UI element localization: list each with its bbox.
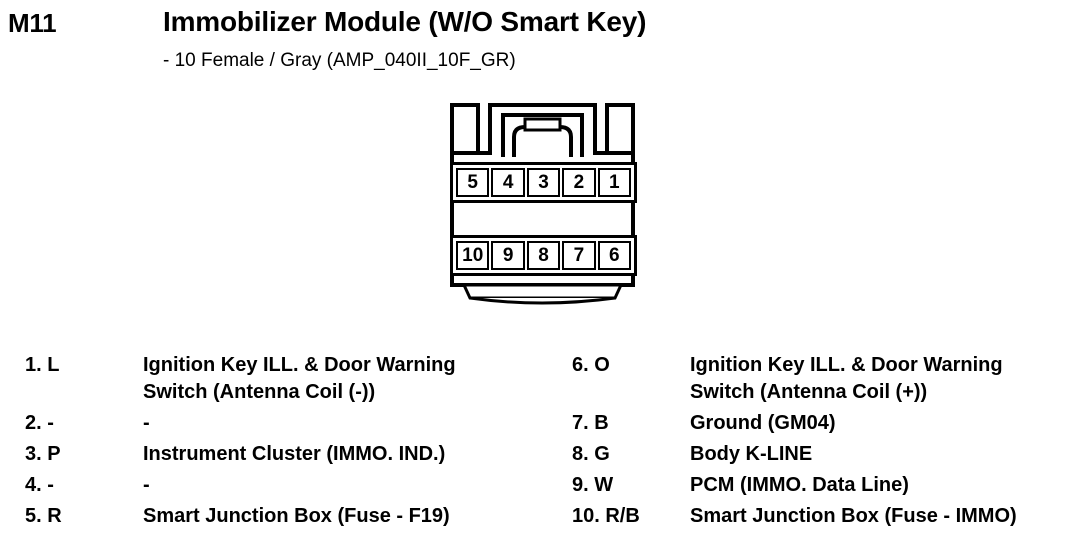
connector-skirt [461, 283, 624, 300]
legend-row: 9. W PCM (IMMO. Data Line) [572, 472, 1084, 499]
legend-pin-description: - [143, 412, 150, 434]
connector-bottom-lip [469, 296, 616, 305]
pin-cell[interactable]: 6 [597, 241, 632, 270]
legend-desc-line1: Ignition Key ILL. & Door Warning [143, 354, 456, 376]
legend-pin-description: PCM (IMMO. Data Line) [690, 474, 909, 496]
latch-outer-bracket [501, 113, 584, 157]
legend-desc-line2: Switch (Antenna Coil (+)) [690, 381, 928, 403]
legend-pin-label: 9. W [572, 474, 614, 496]
legend-pin-label: 3. P [25, 443, 61, 465]
legend-pin-description: Smart Junction Box (Fuse - F19) [143, 505, 450, 527]
legend-desc-line2: Switch (Antenna Coil (-)) [143, 381, 376, 403]
legend-pin-label: 2. - [25, 412, 54, 434]
legend-row: 3. P Instrument Cluster (IMMO. IND.) [25, 441, 555, 468]
legend-row: 7. B Ground (GM04) [572, 410, 1084, 437]
legend-row: 5. R Smart Junction Box (Fuse - F19) [25, 503, 555, 530]
legend-pin-description: Ignition Key ILL. & Door Warning Switch … [143, 352, 555, 406]
legend-pin-description: Ground (GM04) [690, 412, 836, 434]
legend-row: 6. O Ignition Key ILL. & Door Warning Sw… [572, 352, 1084, 406]
legend-column-left: 1. L Ignition Key ILL. & Door Warning Sw… [25, 352, 555, 534]
legend-row: 10. R/B Smart Junction Box (Fuse - IMMO) [572, 503, 1084, 530]
legend-pin-description: Instrument Cluster (IMMO. IND.) [143, 443, 446, 465]
connector-code: M11 [8, 8, 57, 38]
pin-cell[interactable]: 7 [562, 241, 596, 270]
pin-cell[interactable]: 9 [491, 241, 525, 270]
latch-inner-tab [523, 117, 562, 132]
pin-cell[interactable]: 2 [562, 168, 596, 197]
pin-cell[interactable]: 4 [491, 168, 525, 197]
legend-row: 4. - - [25, 472, 555, 499]
legend-pin-label: 1. L [25, 354, 60, 376]
pin-row-bottom: 10 9 8 7 6 [450, 235, 637, 276]
legend-pin-description: - [143, 474, 150, 496]
legend-column-right: 6. O Ignition Key ILL. & Door Warning Sw… [572, 352, 1084, 534]
legend-pin-description: Smart Junction Box (Fuse - IMMO) [690, 505, 1017, 527]
legend-pin-label: 4. - [25, 474, 54, 496]
pin-cell[interactable]: 10 [456, 241, 490, 270]
legend-row: 2. - - [25, 410, 555, 437]
pin-cell[interactable]: 5 [456, 168, 490, 197]
pin-cell[interactable]: 8 [526, 241, 561, 270]
pin-legend: 1. L Ignition Key ILL. & Door Warning Sw… [0, 352, 1084, 548]
legend-pin-label: 10. R/B [572, 505, 640, 527]
connector-subtitle: - 10 Female / Gray (AMP_040II_10F_GR) [163, 50, 516, 71]
legend-row: 8. G Body K-LINE [572, 441, 1084, 468]
legend-pin-label: 8. G [572, 443, 610, 465]
connector-diagram: 5 4 3 2 1 10 9 8 7 6 [430, 95, 655, 310]
pin-cell[interactable]: 3 [526, 168, 561, 197]
pin-cell[interactable]: 1 [597, 168, 632, 197]
pin-row-top: 5 4 3 2 1 [450, 162, 637, 203]
legend-pin-label: 6. O [572, 354, 610, 376]
legend-pin-label: 7. B [572, 412, 609, 434]
legend-pin-description: Ignition Key ILL. & Door Warning Switch … [690, 352, 1084, 406]
legend-row: 1. L Ignition Key ILL. & Door Warning Sw… [25, 352, 555, 406]
legend-pin-label: 5. R [25, 505, 62, 527]
legend-pin-description: Body K-LINE [690, 443, 813, 465]
legend-desc-line1: Ignition Key ILL. & Door Warning [690, 354, 1003, 376]
page-title: Immobilizer Module (W/O Smart Key) [163, 6, 647, 37]
